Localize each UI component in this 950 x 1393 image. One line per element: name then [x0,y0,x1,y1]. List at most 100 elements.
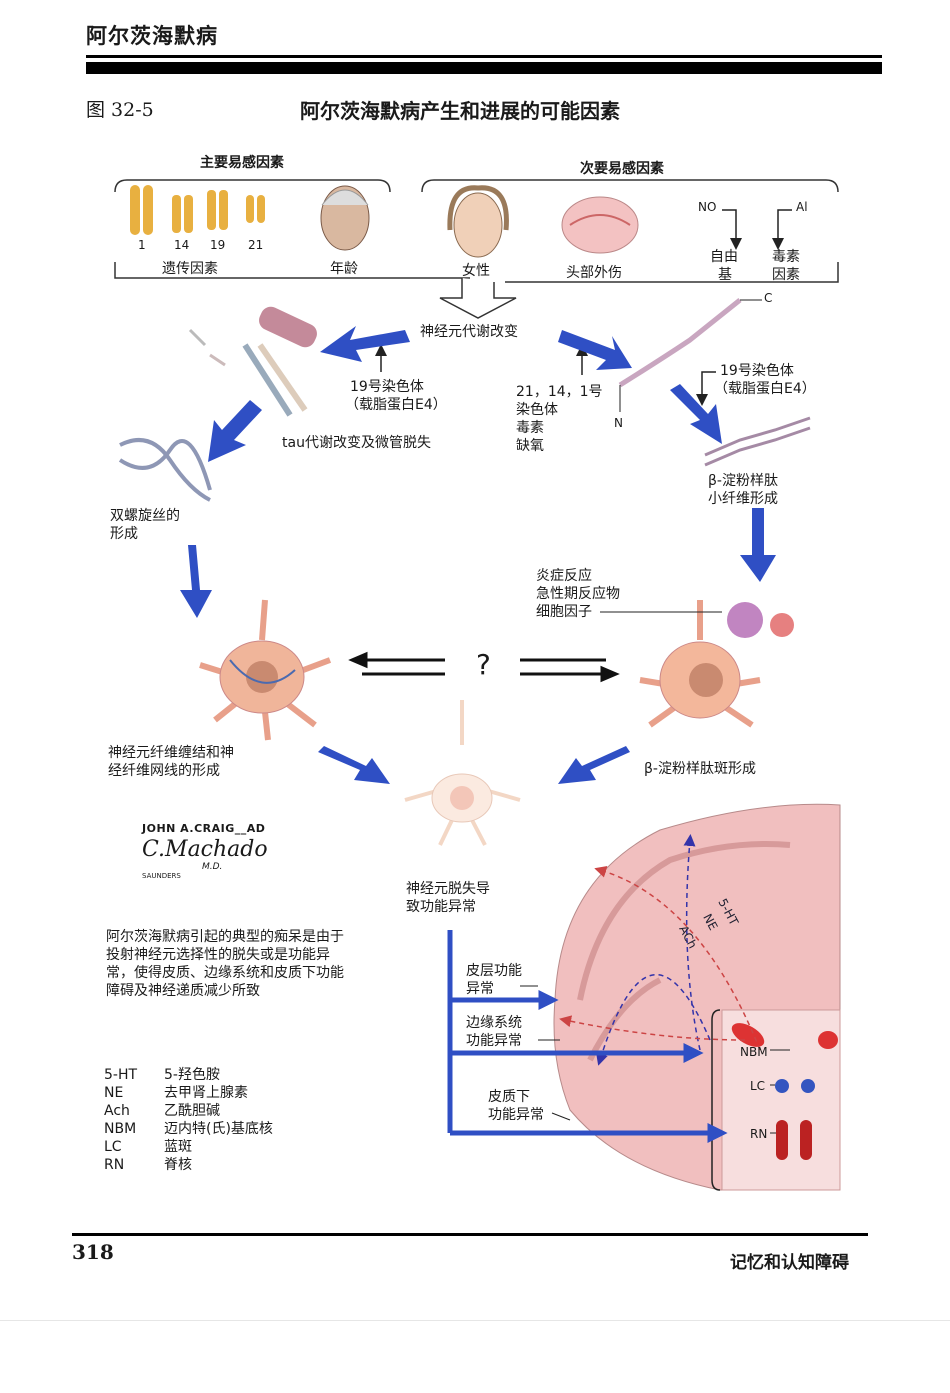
plaque-label: β-淀粉样肽斑形成 [644,761,756,777]
female-face-icon [447,185,509,258]
genetic-label: 遗传因素 [162,261,218,277]
al-arrow [772,209,792,250]
brain-section [553,803,841,1191]
tangle-label-2: 经纤维网线的形成 [108,763,220,779]
nbm-label: NBM [740,1045,768,1059]
metabolic-change-label: 神经元代谢改变 [420,324,518,340]
running-header: 阿尔茨海默病 [86,24,218,48]
tangle-label-1: 神经元纤维缠结和神 [108,745,234,761]
cortex-dysfunction-label-1: 皮层功能 [466,963,522,979]
degenerated-neuron [404,700,521,846]
abbreviation-value: 去甲肾上腺素 [164,1085,248,1101]
inflammation-label-3: 细胞因子 [536,604,592,620]
free-radical-label-2: 基 [718,267,732,283]
equilibrium-arrows [348,651,620,683]
paired-helix [118,438,212,502]
scan-edge-line [0,1320,950,1321]
minor-brace-bottom [505,262,839,283]
chr-list-label-4: 缺氧 [516,438,544,454]
limbic-dysfunction-label-2: 功能异常 [466,1033,522,1049]
function-lines [447,930,728,1144]
header-rule-thick [86,62,882,74]
helix-label-2: 形成 [110,526,138,542]
toxin-label-1: 毒素 [772,249,800,265]
chromosome-number-21: 21 [248,238,264,252]
chr-list-label-3: 毒素 [516,420,544,436]
abbreviation-row: 5-HT 5-羟色胺 [104,1066,273,1084]
subcortex-dysfunction-label-1: 皮质下 [488,1089,530,1105]
artist-md: M.D. [202,862,223,872]
section-title: 记忆和认知障碍 [730,1253,849,1273]
no-arrow [722,209,742,250]
neuron-loss-label-1: 神经元脱失导 [406,881,490,897]
rn-label: RN [750,1127,768,1141]
question-mark: ? [476,648,491,681]
toxin-label-2: 因素 [772,267,800,283]
flow-arrows [180,326,776,784]
limbic-dysfunction-label-1: 边缘系统 [466,1015,522,1031]
chr19-right-label-1: 19号染色体 [720,363,794,379]
amyloid-label-2: 小纤维形成 [708,491,778,507]
major-factors-label: 主要易感因素 [200,155,284,171]
lc-label: LC [750,1079,766,1093]
chromosome-number-1: 1 [138,238,146,252]
minor-brace-top [421,179,839,193]
footer-rule [72,1233,868,1236]
artist-name: JOHN A.CRAIG__AD [142,822,266,835]
abbreviation-row: NBM 迈内特(氏)基底核 [104,1120,273,1138]
no-label: NO [698,200,717,214]
chromosome-icons [130,185,265,235]
chr19-right-label-2: （载脂蛋白E4） [714,381,816,397]
publisher-mark: SAUNDERS [142,872,181,880]
inflammation-label-2: 急性期反应物 [536,586,620,602]
amyloid-precursor [618,298,762,412]
page-number: 318 [72,1240,114,1264]
chr19-left-label-1: 19号染色体 [350,379,424,395]
elderly-face-icon [320,185,370,251]
major-brace-bottom [114,262,470,279]
abbreviation-value: 5-羟色胺 [164,1067,220,1083]
abbreviation-row: NE 去甲肾上腺素 [104,1084,273,1102]
female-label: 女性 [462,263,490,279]
abbreviation-key: NBM [104,1121,137,1137]
tangle-neuron [199,599,332,741]
amyloid-fibril [704,416,811,467]
n-terminal-label: N [614,416,623,430]
tau-label: tau代谢改变及微管脱失 [282,435,431,451]
chr-list-label-2: 染色体 [516,402,558,418]
header-rule-thin [86,55,882,58]
funnel-arrow [439,278,517,319]
chromosome-number-14: 14 [174,238,190,252]
abbreviation-key: 5-HT [104,1067,138,1083]
artist-script: C.Machado [142,837,268,862]
neuron-loss-label-2: 致功能异常 [406,899,476,915]
subcortex-dysfunction-label-2: 功能异常 [488,1107,544,1123]
microtubule-fragments [188,306,317,417]
abbreviation-key: LC [104,1139,122,1155]
figure-title: 阿尔茨海默病产生和进展的可能因素 [300,99,620,123]
major-brace-top [114,179,391,193]
chromosome-number-19: 19 [210,238,226,252]
al-label: Al [796,200,808,214]
cortex-dysfunction-label-2: 异常 [466,981,494,997]
c-terminal-label: C [764,291,773,305]
inflammation-label-1: 炎症反应 [536,568,592,584]
helix-label-1: 双螺旋丝的 [110,508,180,524]
plaque-neuron [639,600,794,728]
abbreviation-value: 迈内特(氏)基底核 [164,1121,273,1137]
abbreviation-key: NE [104,1085,124,1101]
abbreviation-value: 蓝斑 [164,1139,192,1155]
minor-factors-label: 次要易感因素 [580,161,664,177]
abbreviation-key: Ach [104,1103,130,1119]
chr19-left-label-2: （载脂蛋白E4） [345,397,447,413]
artist-signature: JOHN A.CRAIG__AD C.Machado M.D. SAUNDERS [142,822,268,880]
head-injury-brain-icon [561,196,639,254]
abbreviation-value: 脊核 [164,1157,192,1173]
chr-list-label-1: 21，14，1号 [516,384,603,400]
figure-number: 图 32-5 [86,99,154,121]
head-injury-label: 头部外伤 [566,265,622,281]
